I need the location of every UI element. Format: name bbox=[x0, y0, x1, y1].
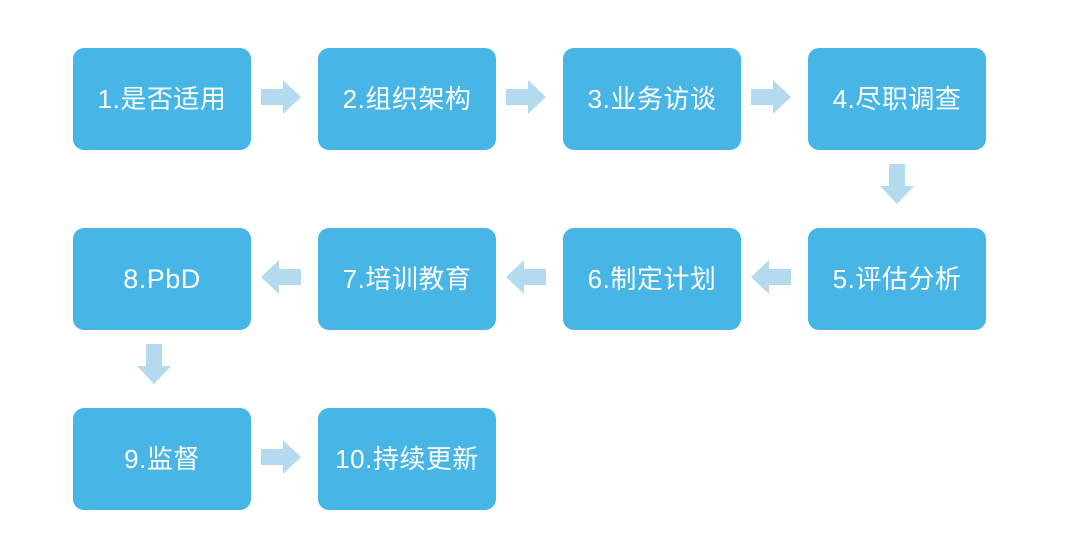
right-arrow-icon bbox=[261, 437, 301, 477]
flow-node-step-10[interactable]: 10.持续更新 bbox=[318, 408, 496, 510]
flow-node-label: 1.是否适用 bbox=[97, 84, 227, 114]
left-arrow-icon bbox=[751, 257, 791, 297]
flow-node-step-9[interactable]: 9.监督 bbox=[73, 408, 251, 510]
flow-node-step-4[interactable]: 4.尽职调查 bbox=[808, 48, 986, 150]
flow-node-step-1[interactable]: 1.是否适用 bbox=[73, 48, 251, 150]
right-arrow-icon bbox=[751, 77, 791, 117]
right-arrow-icon bbox=[506, 77, 546, 117]
flow-node-label: 5.评估分析 bbox=[832, 264, 962, 294]
flow-node-label: 10.持续更新 bbox=[335, 444, 479, 474]
right-arrow-icon bbox=[261, 77, 301, 117]
flow-node-step-2[interactable]: 2.组织架构 bbox=[318, 48, 496, 150]
left-arrow-icon bbox=[261, 257, 301, 297]
flow-node-label: 2.组织架构 bbox=[342, 84, 472, 114]
flow-node-step-6[interactable]: 6.制定计划 bbox=[563, 228, 741, 330]
flow-node-step-5[interactable]: 5.评估分析 bbox=[808, 228, 986, 330]
flow-node-label: 9.监督 bbox=[124, 444, 200, 474]
flow-node-step-8[interactable]: 8.PbD bbox=[73, 228, 251, 330]
flow-node-step-7[interactable]: 7.培训教育 bbox=[318, 228, 496, 330]
flow-node-label: 4.尽职调查 bbox=[832, 84, 962, 114]
left-arrow-icon bbox=[506, 257, 546, 297]
flow-node-label: 7.培训教育 bbox=[342, 264, 472, 294]
flow-node-label: 3.业务访谈 bbox=[587, 84, 717, 114]
flow-node-label: 8.PbD bbox=[123, 263, 201, 294]
down-arrow-icon bbox=[134, 344, 174, 384]
flow-node-step-3[interactable]: 3.业务访谈 bbox=[563, 48, 741, 150]
flow-node-label: 6.制定计划 bbox=[587, 264, 717, 294]
down-arrow-icon bbox=[877, 164, 917, 204]
